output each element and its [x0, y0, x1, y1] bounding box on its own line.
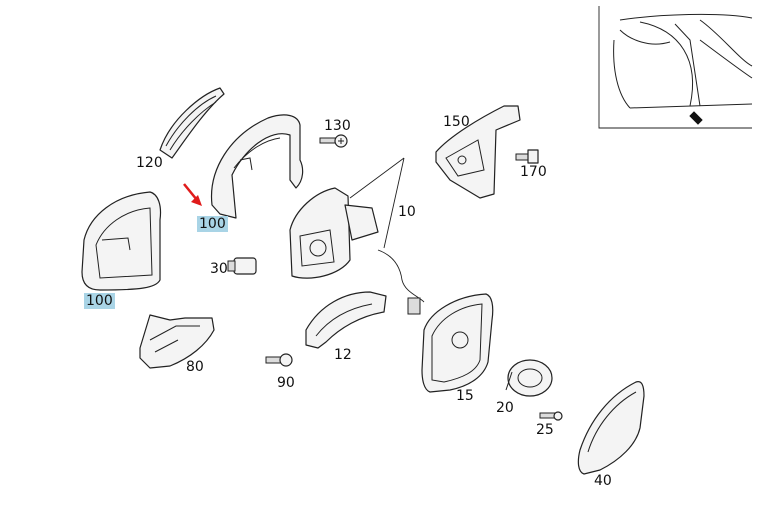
part-130-screw[interactable] — [319, 134, 348, 148]
label-40[interactable]: 40 — [594, 473, 612, 489]
part-170-bolt[interactable] — [515, 149, 539, 164]
part-80-lower-housing[interactable] — [139, 314, 215, 369]
label-15[interactable]: 15 — [456, 388, 474, 404]
part-10-mirror-base[interactable] — [289, 157, 425, 315]
label-150[interactable]: 150 — [443, 114, 470, 130]
part-25-screw[interactable] — [539, 411, 563, 421]
label-130[interactable]: 130 — [324, 118, 351, 134]
part-12-lower-cover[interactable] — [305, 291, 387, 349]
label-120[interactable]: 120 — [136, 155, 163, 171]
part-20-adjustment-motor[interactable] — [505, 359, 553, 397]
label-100-highlighted-upper[interactable]: 100 — [197, 216, 228, 232]
vehicle-locator-inset — [598, 6, 753, 129]
part-120-turn-signal[interactable] — [159, 87, 225, 159]
part-100-housing-frame[interactable] — [210, 114, 304, 219]
part-150-bracket[interactable] — [435, 105, 521, 199]
part-90-screw[interactable] — [265, 353, 293, 367]
part-100-mirror-cover[interactable] — [81, 191, 162, 291]
label-90[interactable]: 90 — [277, 375, 295, 391]
label-12[interactable]: 12 — [334, 347, 352, 363]
label-20[interactable]: 20 — [496, 400, 514, 416]
part-40-mirror-glass[interactable] — [577, 381, 645, 475]
label-80[interactable]: 80 — [186, 359, 204, 375]
label-30[interactable]: 30 — [210, 261, 228, 277]
part-30-bulb[interactable] — [227, 257, 257, 275]
label-25[interactable]: 25 — [536, 422, 554, 438]
part-15-glass-frame[interactable] — [421, 293, 494, 393]
label-170[interactable]: 170 — [520, 164, 547, 180]
red-pointer-arrow-icon — [183, 183, 202, 206]
label-100-highlighted-lower[interactable]: 100 — [84, 293, 115, 309]
label-10[interactable]: 10 — [398, 204, 416, 220]
